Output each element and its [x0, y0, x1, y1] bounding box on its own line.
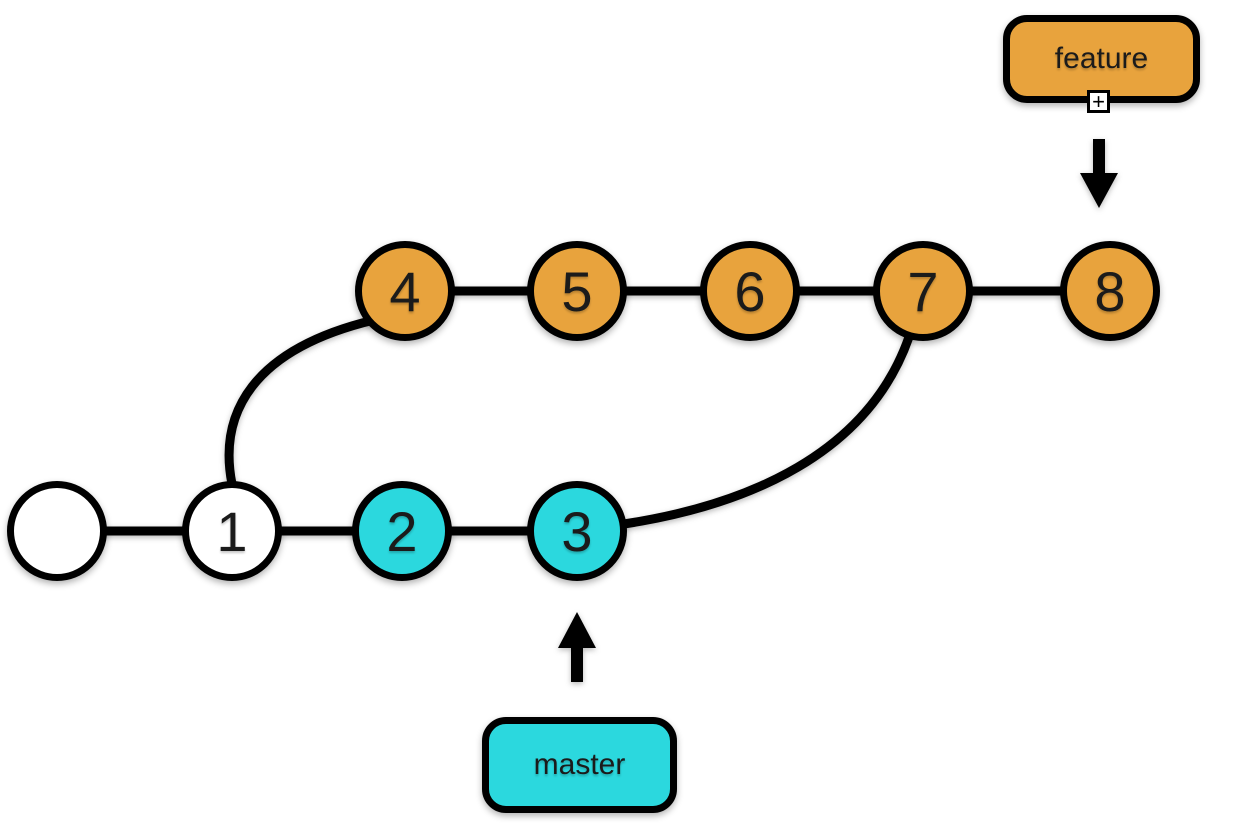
commit-node-4: 4: [355, 241, 455, 341]
master-arrow-head-icon: [558, 612, 596, 648]
commit-label: 3: [561, 499, 593, 563]
commit-node-5: 5: [527, 241, 627, 341]
commit-label: 5: [561, 259, 593, 323]
commit-node-3: 3: [527, 481, 627, 581]
merge-curve-3-7: [619, 332, 914, 529]
commit-label: 8: [1094, 259, 1126, 323]
commit-node-6: 6: [700, 241, 800, 341]
feature-branch-label-text: feature: [1054, 42, 1149, 75]
commit-node-8: 8: [1060, 241, 1160, 341]
commit-label: 6: [734, 259, 766, 323]
collapse-handle[interactable]: +: [1087, 90, 1110, 113]
commit-node-7: 7: [873, 241, 973, 341]
commit-label: 7: [907, 259, 939, 323]
master-branch-label: master: [482, 717, 677, 813]
branch-curve-1-4: [224, 315, 379, 489]
expand-plus-icon: +: [1092, 89, 1105, 114]
master-branch-label-text: master: [533, 748, 626, 781]
commit-label: 2: [386, 499, 418, 563]
commit-node-2: 2: [352, 481, 452, 581]
commit-node-1: 1: [182, 481, 282, 581]
commit-label: 1: [216, 499, 248, 563]
commit-label: 4: [389, 259, 421, 323]
feature-arrow-head-icon: [1080, 173, 1118, 208]
commit-node-empty: [7, 481, 107, 581]
